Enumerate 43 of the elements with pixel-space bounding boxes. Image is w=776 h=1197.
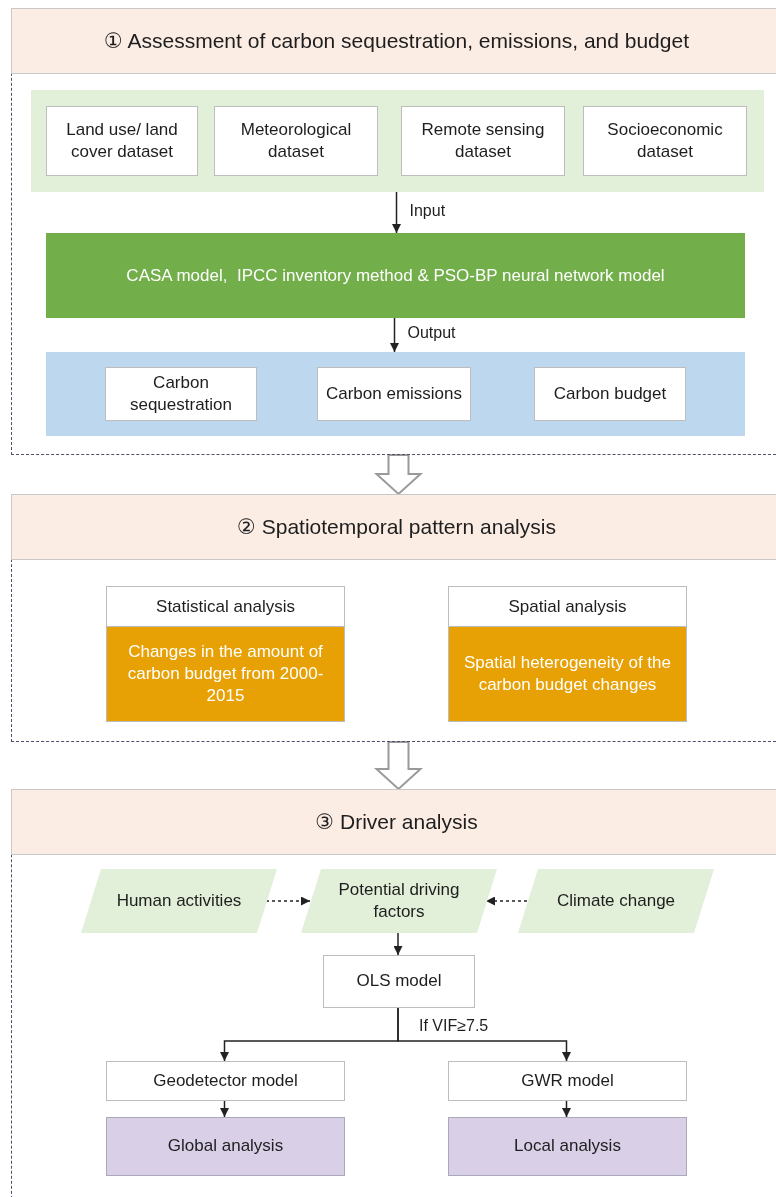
- result-box: Global analysis: [106, 1117, 345, 1176]
- arrow: [392, 191, 401, 234]
- process-box: GWR model: [448, 1061, 687, 1101]
- process-box: Socioeconomic dataset: [583, 106, 747, 176]
- parallelogram-box: [518, 869, 714, 933]
- process-box: OLS model: [323, 955, 475, 1008]
- card-header: Spatial analysis: [449, 587, 686, 627]
- process-box: Meteorological dataset: [214, 106, 378, 176]
- dashed-arrow: [485, 896, 528, 906]
- node-text: Climate change: [555, 889, 677, 912]
- hollow-arrow: [373, 741, 424, 791]
- arrow: [220, 1100, 229, 1118]
- panel-band: [31, 90, 764, 192]
- process-box: Land use/ land cover dataset: [46, 106, 198, 176]
- node-text: Human activities: [115, 889, 243, 912]
- section-header: ① Assessment of carbon sequestration, emissions, and budget: [11, 8, 776, 74]
- card-body: Spatial heterogeneity of the carbon budget changes: [463, 651, 672, 696]
- process-box: Carbon budget: [534, 367, 686, 421]
- process-box: Geodetector model: [106, 1061, 345, 1101]
- dashed-panel: [11, 8, 776, 455]
- parallelogram-box: [81, 869, 277, 933]
- result-box: Local analysis: [448, 1117, 687, 1176]
- node-text: Potential driving factors: [337, 878, 461, 923]
- analysis-card: [448, 586, 687, 722]
- process-box: Carbon emissions: [317, 367, 471, 421]
- process-box: Carbon sequestration: [105, 367, 257, 421]
- section-header: ② Spatiotemporal pattern analysis: [11, 494, 776, 560]
- arrow: [393, 932, 403, 956]
- process-box: Remote sensing dataset: [401, 106, 565, 176]
- dashed-panel: [11, 494, 776, 742]
- dashed-panel: [11, 789, 776, 1197]
- dashed-arrow: [265, 896, 311, 906]
- section-header: ③ Driver analysis: [11, 789, 776, 855]
- arrow: [562, 1100, 571, 1118]
- parallelogram-box: [301, 869, 497, 933]
- hollow-arrow: [373, 454, 424, 496]
- panel-band: [46, 352, 745, 436]
- card-header: Statistical analysis: [107, 587, 344, 627]
- arrow: [390, 317, 399, 353]
- analysis-card: [106, 586, 345, 722]
- method-bar: CASA model, IPCC inventory method & PSO-BP neural network model: [46, 233, 745, 318]
- card-body: Changes in the amount of carbon budget from 2000-2015: [126, 640, 325, 708]
- arrow: [397, 1007, 571, 1062]
